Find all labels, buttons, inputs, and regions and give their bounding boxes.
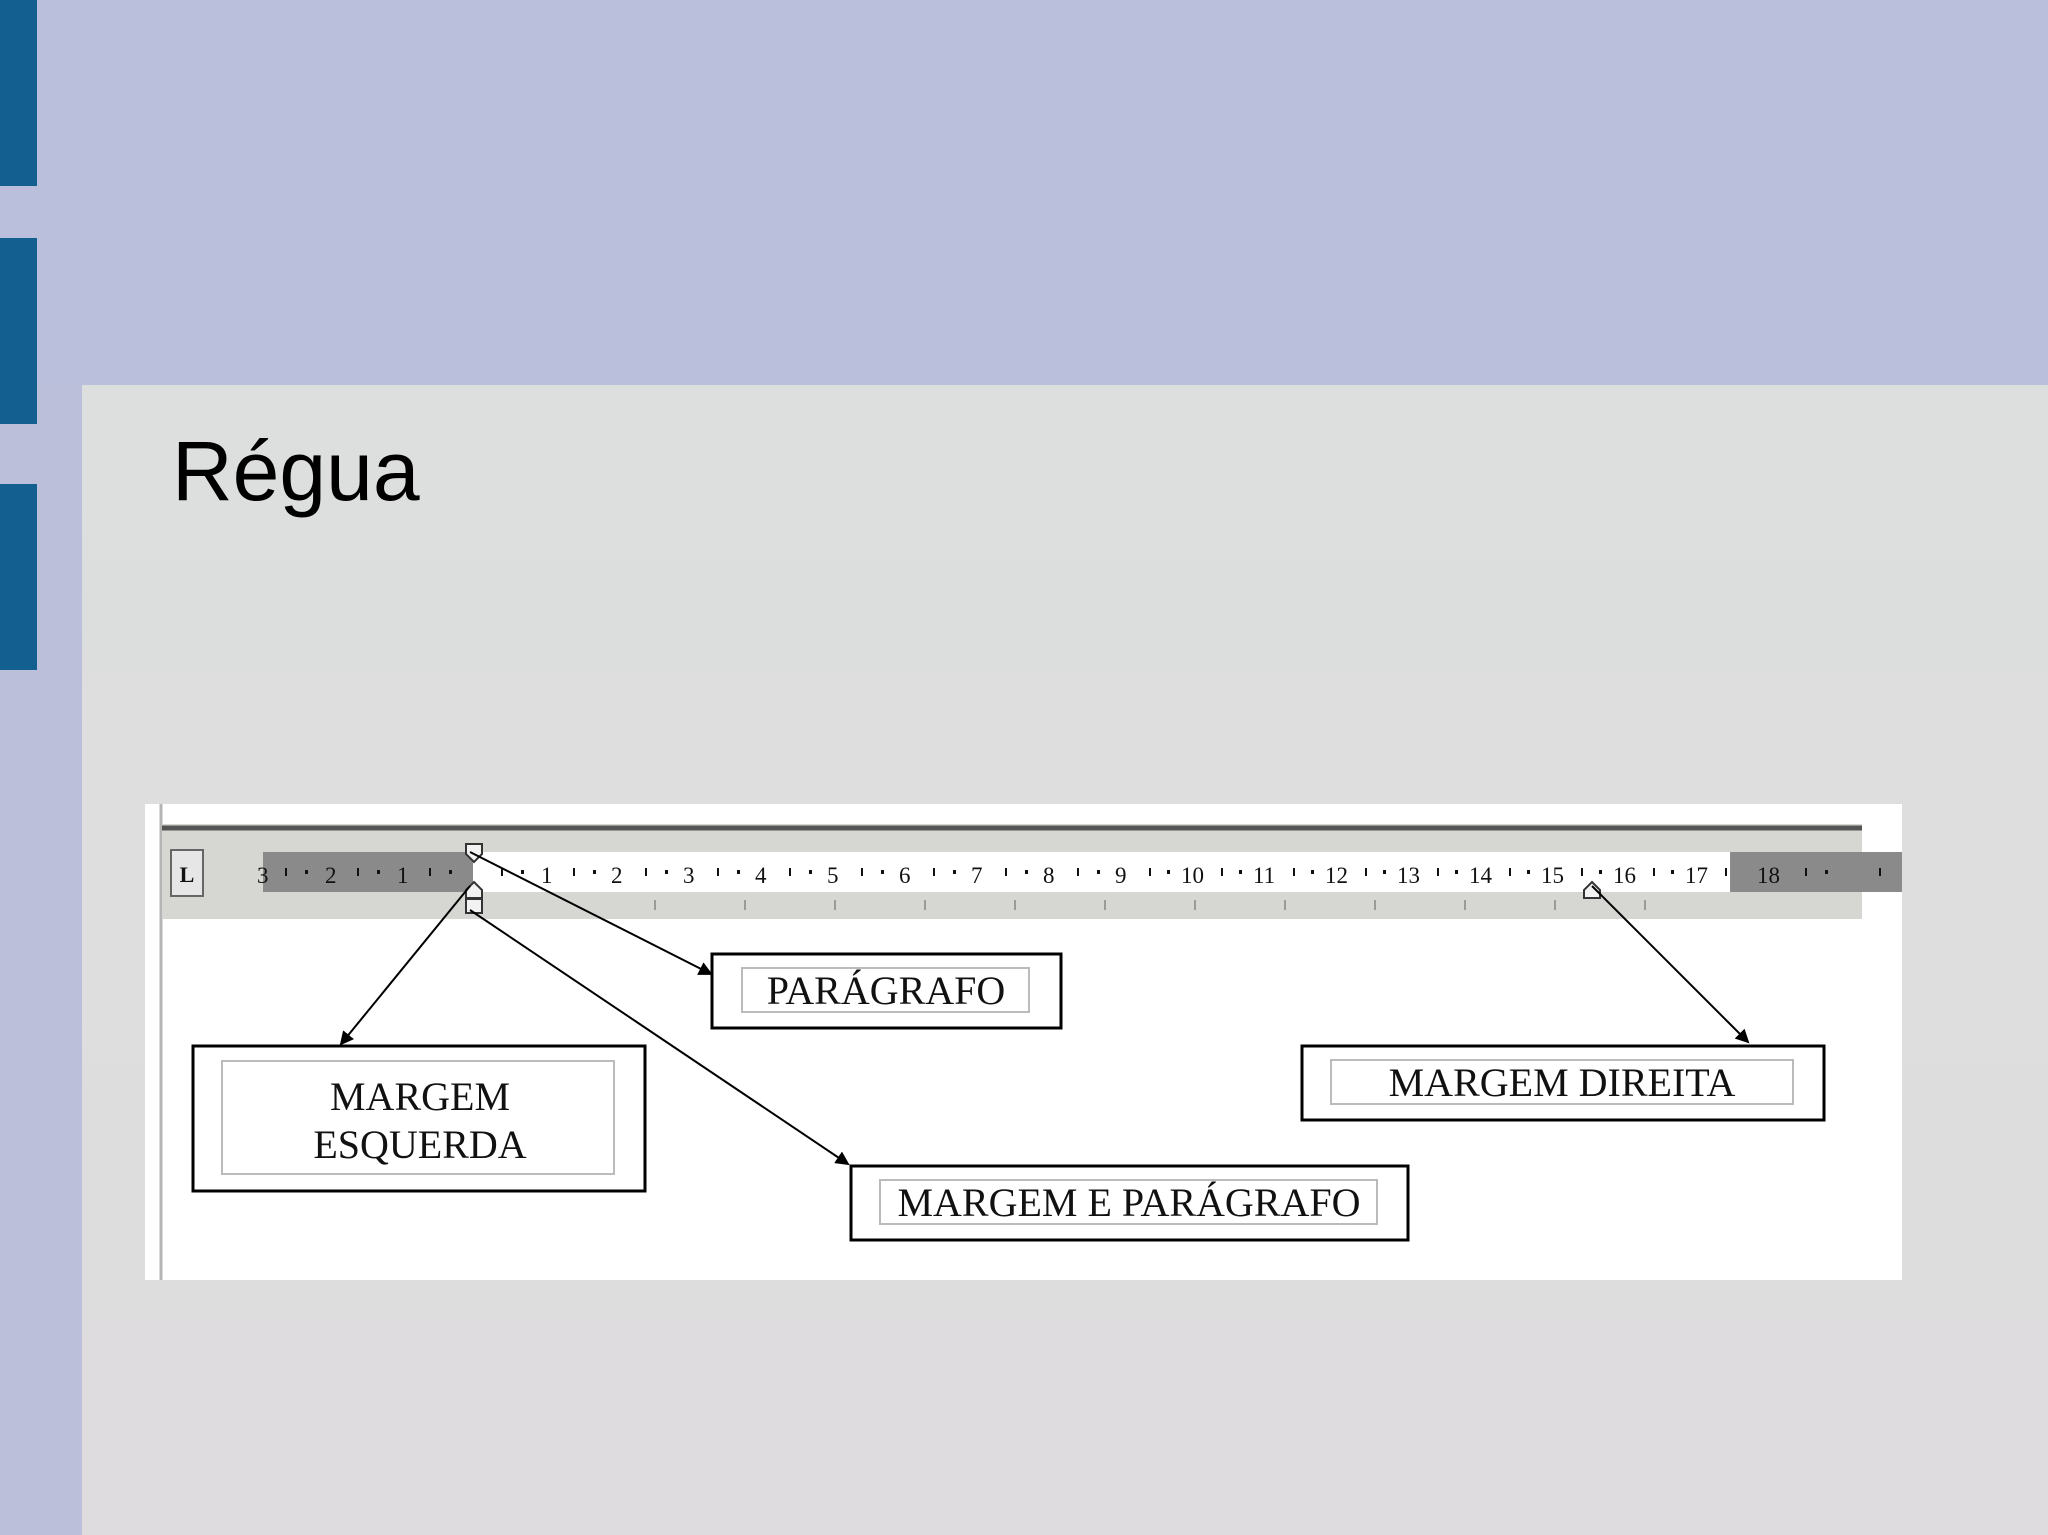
- ruler-number: 6: [899, 863, 911, 888]
- ruler-number: 10: [1181, 863, 1204, 888]
- ruler-number: 5: [827, 863, 839, 888]
- margin-and-paragraph-label-inner-frame: [879, 1179, 1378, 1225]
- side-tab-2: [0, 238, 37, 424]
- left-margin-label-line2: ESQUERDA: [313, 1122, 526, 1167]
- paragraph-label: PARÁGRAFO: [767, 968, 1006, 1013]
- ruler-minor-ticks: [285, 868, 1881, 876]
- arrow-to-paragraph: [469, 851, 713, 975]
- left-margin-label-box: [191, 1044, 647, 1193]
- tab-selector-button[interactable]: [170, 849, 204, 897]
- header-band: [0, 0, 2048, 385]
- ruler-number: 3: [257, 863, 269, 888]
- ruler-number: 7: [971, 863, 983, 888]
- ruler-numbers: 3 2 1 1 2 3 4 5 6 7 8 9 10 11 12 13 14 1…: [257, 863, 1780, 888]
- ruler-number: 18: [1757, 863, 1780, 888]
- ruler-number: 9: [1115, 863, 1127, 888]
- margin-and-paragraph-label: MARGEM E PARÁGRAFO: [897, 1180, 1360, 1225]
- ruler-figure: L 3 2 1 1 2 3 4 5: [145, 804, 1902, 1280]
- ruler-number: 2: [611, 863, 623, 888]
- left-margin-label-inner-frame: [221, 1060, 615, 1175]
- ruler-number: 12: [1325, 863, 1348, 888]
- ruler-number: 11: [1253, 863, 1275, 888]
- side-tab-1: [0, 0, 37, 186]
- ruler-number: 8: [1043, 863, 1055, 888]
- ruler-number: 17: [1685, 863, 1708, 888]
- ruler-number: 13: [1397, 863, 1420, 888]
- ruler-number: 4: [755, 863, 767, 888]
- right-margin-label: MARGEM DIREITA: [1389, 1060, 1736, 1105]
- ruler-right-margin-area: [1730, 852, 1902, 892]
- ruler-number: 2: [325, 863, 337, 888]
- ruler-number: 1: [541, 863, 553, 888]
- slide-title: Régua: [172, 424, 420, 518]
- margin-and-paragraph-label-box: [849, 1164, 1410, 1242]
- ruler-diagram: L 3 2 1 1 2 3 4 5: [159, 804, 1902, 1280]
- ruler-left-margin-area: [263, 852, 473, 892]
- left-margin-label-line1: MARGEM: [330, 1074, 510, 1119]
- ruler-number: 1: [397, 863, 409, 888]
- ruler-number: 16: [1613, 863, 1636, 888]
- side-tab-3: [0, 484, 37, 670]
- arrow-to-right-margin: [1591, 885, 1750, 1044]
- ruler-number: 3: [683, 863, 695, 888]
- arrow-to-margin-and-paragraph: [469, 909, 850, 1166]
- ruler-number: 15: [1541, 863, 1564, 888]
- right-margin-label-box: [1300, 1044, 1826, 1122]
- left-indent-marker[interactable]: [465, 898, 483, 914]
- paragraph-label-inner-frame: [741, 967, 1030, 1013]
- ruler-number: 14: [1469, 863, 1493, 888]
- ruler-bottom-ticks: [654, 900, 1646, 910]
- tab-selector-icon: L: [180, 862, 195, 887]
- right-indent-marker[interactable]: [1583, 880, 1601, 899]
- right-margin-label-inner-frame: [1330, 1059, 1794, 1105]
- arrow-to-left-margin: [339, 885, 471, 1046]
- paragraph-label-box: [710, 952, 1063, 1030]
